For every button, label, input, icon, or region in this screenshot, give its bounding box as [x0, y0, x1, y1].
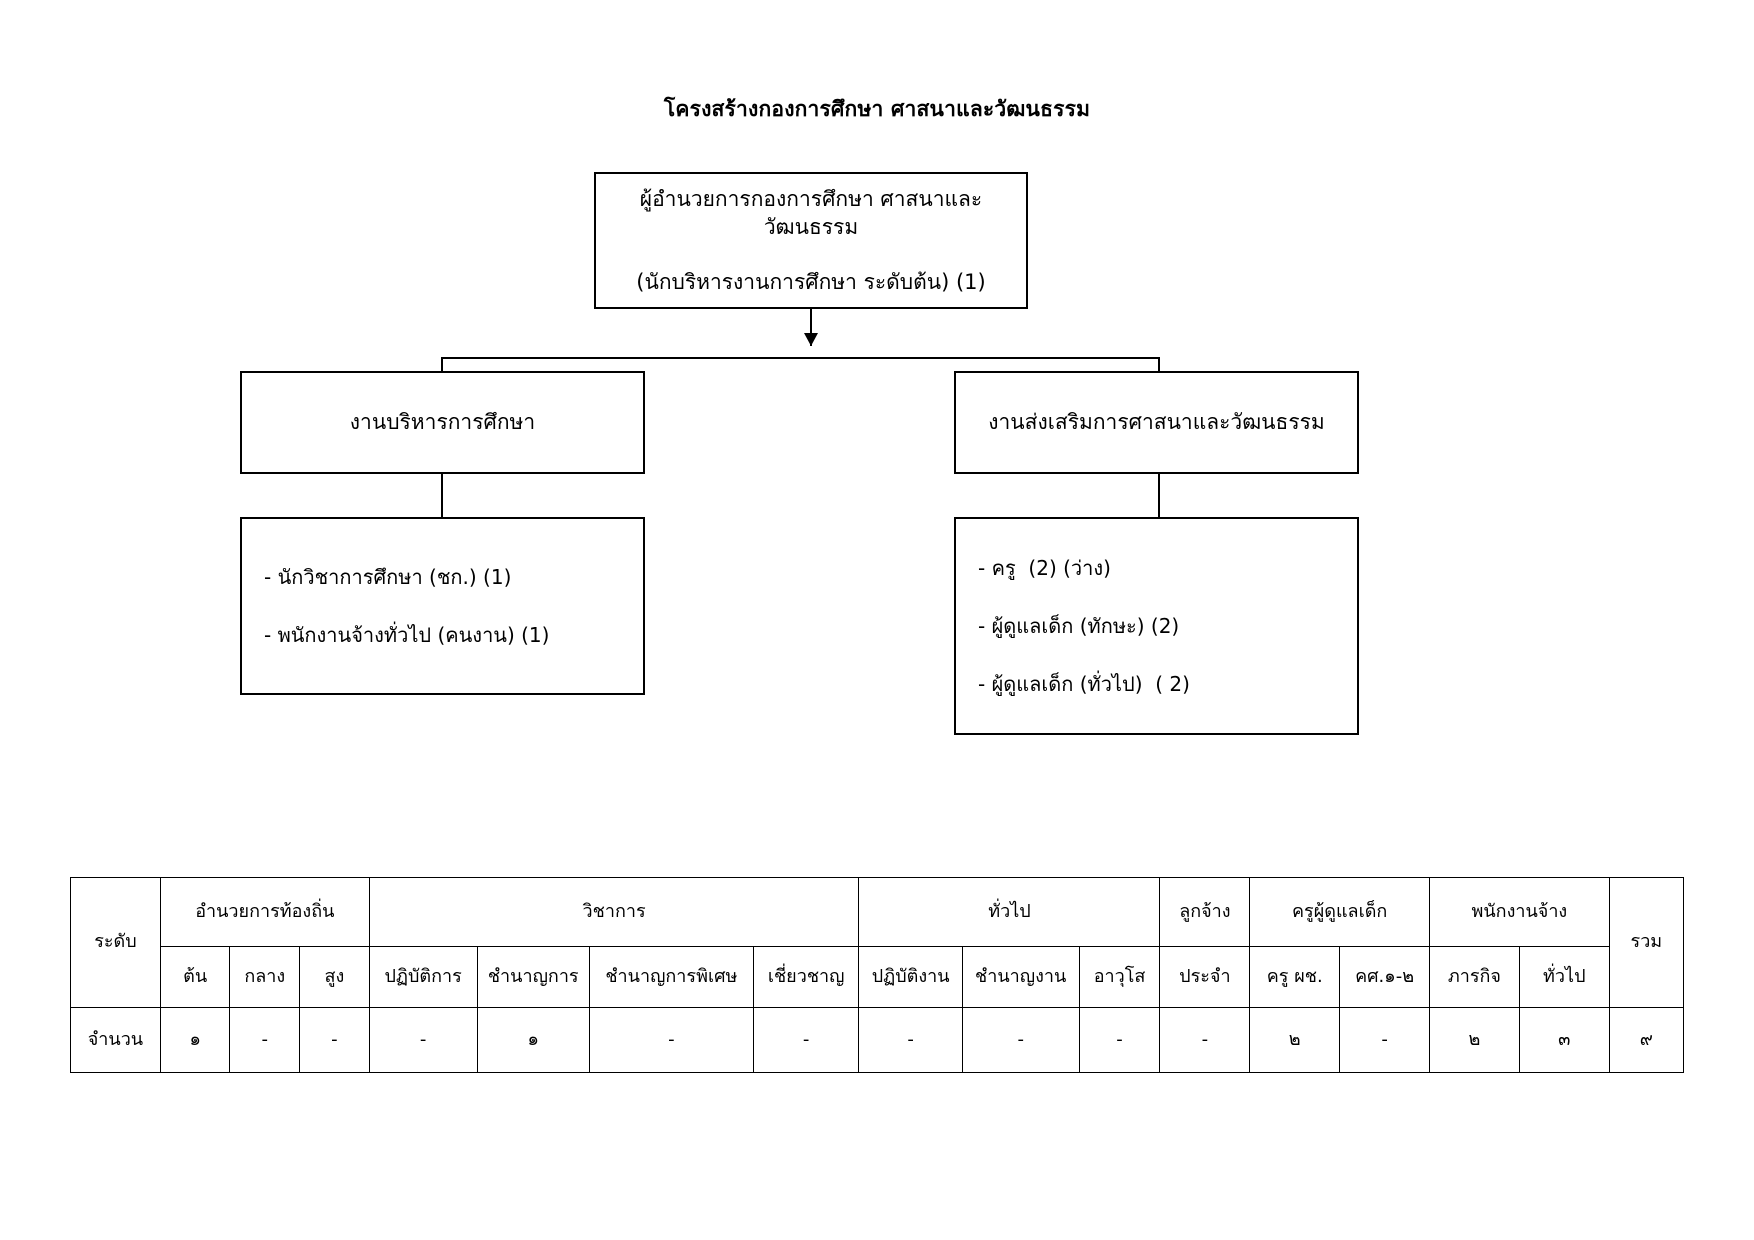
cell-value: -	[961, 1007, 1080, 1073]
unit-label-religion-culture: งานส่งเสริมการศาสนาและวัฒนธรรม	[988, 410, 1325, 434]
staff-item: - ผู้ดูแลเด็ก (ทั่วไป) ( 2)	[978, 672, 1190, 696]
connector-unit-right-to-staff	[1158, 474, 1160, 517]
org-node-staff-administration: - นักวิชาการศึกษา (ชก.) (1) - พนักงานจ้า…	[240, 517, 645, 695]
table-row: จำนวน ๑ - - - ๑ - - - - - - ๒ - ๒ ๓ ๙	[70, 1007, 1685, 1073]
connector-unit-left-to-staff	[441, 474, 443, 517]
cell-value: -	[1159, 1007, 1251, 1073]
th-sub-local-admin-1: ต้น	[159, 946, 231, 1008]
th-sub-childcare-1: ครู ผช.	[1249, 946, 1341, 1008]
th-sub-general-3: อาวุโส	[1078, 946, 1161, 1008]
th-sub-general-1: ปฏิบัติงาน	[858, 946, 963, 1008]
th-sub-local-admin-3: สูง	[299, 946, 370, 1008]
th-employee: ลูกจ้าง	[1159, 877, 1251, 947]
cell-value: -	[229, 1007, 301, 1073]
cell-value: ๑	[159, 1007, 231, 1073]
cell-value: ๒	[1429, 1007, 1520, 1073]
org-node-director: ผู้อำนวยการกองการศึกษา ศาสนาและวัฒนธรรม …	[594, 172, 1028, 309]
th-sub-hired-1: ภารกิจ	[1429, 946, 1520, 1008]
org-node-unit-religion-culture: งานส่งเสริมการศาสนาและวัฒนธรรม	[954, 371, 1359, 474]
cell-value: ๑	[476, 1007, 590, 1073]
staff-item: - พนักงานจ้างทั่วไป (คนงาน) (1)	[264, 623, 550, 647]
director-title-line1: ผู้อำนวยการกองการศึกษา ศาสนาและวัฒนธรรม	[639, 186, 983, 240]
cell-value: ๒	[1249, 1007, 1341, 1073]
th-sub-general-2: ชำนาญงาน	[961, 946, 1080, 1008]
cell-value: -	[1339, 1007, 1431, 1073]
cell-value: -	[588, 1007, 754, 1073]
cell-value: -	[858, 1007, 963, 1073]
th-local-admin: อำนวยการท้องถิ่น	[159, 877, 370, 947]
th-sub-academic-2: ชำนาญการ	[476, 946, 590, 1008]
connector-horizontal-bus	[441, 357, 1160, 359]
th-sub-employee-1: ประจำ	[1159, 946, 1251, 1008]
th-level: ระดับ	[70, 877, 161, 1008]
connector-director-down	[810, 309, 812, 346]
cell-value: -	[1078, 1007, 1161, 1073]
connector-bus-to-unit-right	[1158, 357, 1160, 371]
org-node-unit-administration: งานบริหารการศึกษา	[240, 371, 645, 474]
connector-bus-to-unit-left	[441, 357, 443, 371]
director-title-line2: (นักบริหารงานการศึกษา ระดับต้น) (1)	[636, 269, 986, 294]
connector-arrow-head	[804, 333, 818, 346]
cell-value: -	[299, 1007, 370, 1073]
th-sub-academic-3: ชำนาญการพิเศษ	[588, 946, 754, 1008]
th-total: รวม	[1608, 877, 1685, 1008]
th-sub-local-admin-2: กลาง	[229, 946, 301, 1008]
page-title: โครงสร้างกองการศึกษา ศาสนาและวัฒนธรรม	[663, 97, 1091, 121]
th-sub-hired-2: ทั่วไป	[1518, 946, 1610, 1008]
row-label-count: จำนวน	[70, 1007, 161, 1073]
th-sub-academic-1: ปฏิบัติการ	[368, 946, 478, 1008]
cell-value: ๓	[1518, 1007, 1610, 1073]
th-sub-academic-4: เชี่ยวชาญ	[752, 946, 860, 1008]
staff-item: - ครู (2) (ว่าง)	[978, 556, 1111, 580]
th-general: ทั่วไป	[858, 877, 1161, 947]
th-hired-staff: พนักงานจ้าง	[1429, 877, 1610, 947]
unit-label-administration: งานบริหารการศึกษา	[349, 410, 536, 434]
cell-value-total: ๙	[1608, 1007, 1685, 1073]
th-academic: วิชาการ	[368, 877, 860, 947]
cell-value: -	[752, 1007, 860, 1073]
th-childcare-teacher: ครูผู้ดูแลเด็ก	[1249, 877, 1431, 947]
org-node-staff-religion-culture: - ครู (2) (ว่าง) - ผู้ดูแลเด็ก (ทักษะ) (…	[954, 517, 1359, 735]
staff-item: - ผู้ดูแลเด็ก (ทักษะ) (2)	[978, 614, 1180, 638]
cell-value: -	[368, 1007, 478, 1073]
th-sub-childcare-2: คศ.๑-๒	[1339, 946, 1431, 1008]
personnel-summary-table: ระดับ อำนวยการท้องถิ่น วิชาการ ทั่วไป ลู…	[70, 877, 1685, 1073]
staff-item: - นักวิชาการศึกษา (ชก.) (1)	[264, 565, 512, 589]
